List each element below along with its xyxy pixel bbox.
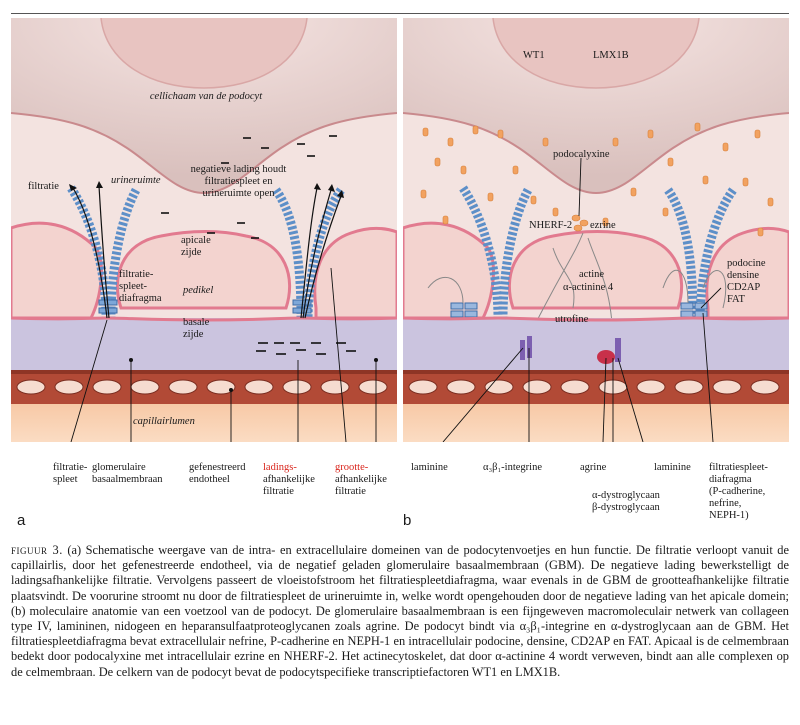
endothelium-bottom-label: gefenestreerd endotheel xyxy=(189,462,246,485)
basal-side-label: basale zijde xyxy=(183,317,210,340)
lmx1b-label: LMX1B xyxy=(593,50,629,61)
negative-charge-label: negatieve lading houdt filtratiespleet e… xyxy=(190,164,287,199)
charge-rest: afhankelijke filtratie xyxy=(263,474,315,497)
utrophin-label: utrofine xyxy=(555,314,589,325)
size-title: grootte- xyxy=(335,462,369,473)
charge-title: ladings- xyxy=(263,462,297,473)
laminin-left-label: laminine xyxy=(411,462,448,473)
figure-caption: figuur 3. (a) Schematische weergave van … xyxy=(11,543,789,680)
slit-diaphragm-label: filtratie- spleet- diafragma xyxy=(119,269,162,304)
agrin-label: agrine xyxy=(580,462,607,473)
laminin-right-label: laminine xyxy=(654,462,691,473)
pedicel-label: pedikel xyxy=(183,285,214,296)
panel-b-letter: b xyxy=(403,512,412,529)
panel-a-letter: a xyxy=(17,512,26,529)
charge-dependent-label: ladings- afhankelijke filtratie xyxy=(263,462,315,498)
urinary-space-label: urineruimte xyxy=(111,175,161,186)
panel-a-illustration xyxy=(11,18,397,442)
nherf2-label: NHERF-2 xyxy=(529,220,573,231)
ezrin-label: ezrine xyxy=(590,220,616,231)
gbm-bottom-label: glomerulaire basaalmembraan xyxy=(92,462,163,485)
panel-b-illustration xyxy=(403,18,789,442)
podocalyxin-label: podocalyxine xyxy=(553,149,610,160)
size-rest: afhankelijke filtratie xyxy=(335,474,387,497)
dystroglycan-label: α-dystroglycaan β-dystroglycaan xyxy=(592,490,660,513)
filtration-label: filtratie xyxy=(28,181,59,192)
capillary-lumen-label: capillairlumen xyxy=(133,416,195,427)
slit-diaphragm-bottom-label: filtratiespleet- diafragma (P-cadherine,… xyxy=(709,462,768,521)
size-dependent-label: grootte- afhankelijke filtratie xyxy=(335,462,387,498)
apical-side-label: apicale zijde xyxy=(181,235,211,258)
wt1-label: WT1 xyxy=(523,50,545,61)
panel-a: cellichaam van de podocyt filtratie urin… xyxy=(11,18,397,442)
integrin-label: α₃β₁-integrine xyxy=(483,462,542,473)
actinin-label: α-actinine 4 xyxy=(563,282,614,293)
panel-b: WT1 LMX1B podocalyxine NHERF-2 ezrine ac… xyxy=(403,18,789,442)
caption-text: (a) Schematische weergave van de intra- … xyxy=(11,543,789,679)
slit-bottom-label: filtratie- spleet xyxy=(53,462,88,485)
podocin-complex-label: podocine densine CD2AP FAT xyxy=(727,258,766,305)
figure-label: figuur 3. xyxy=(11,543,63,557)
top-rule xyxy=(11,13,789,14)
cell-body-label: cellichaam van de podocyt xyxy=(149,91,263,102)
actin-label: actine xyxy=(579,269,605,280)
